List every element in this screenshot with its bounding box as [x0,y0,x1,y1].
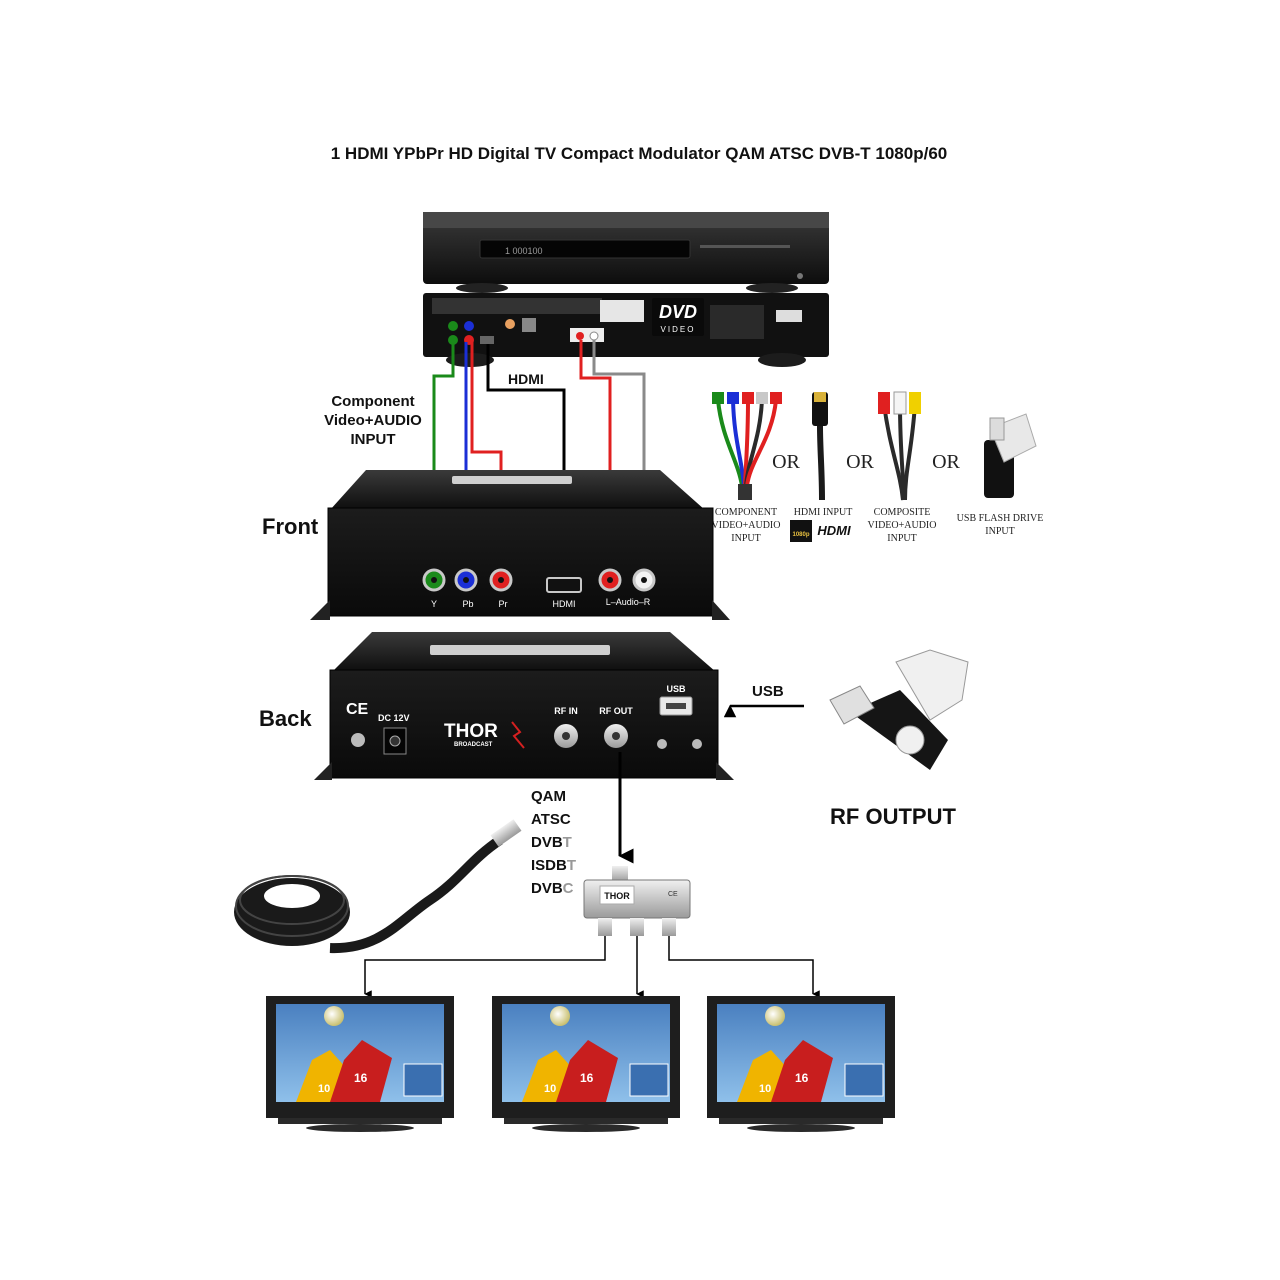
usb-flash-drive [829,649,969,770]
modulator-front [310,470,730,620]
component-label-line2: Video+AUDIO [324,412,422,429]
standard-dvbc: DVBC [531,880,574,897]
hdmi-1080p-badge: 1080p [792,532,809,538]
front-label: Front [262,514,319,539]
usb-option-caption-2: INPUT [985,526,1014,537]
front-port-hdmi-label: HDMI [553,599,576,609]
usb-option-caption-1: USB FLASH DRIVE [957,513,1044,524]
svg-text:QAM: QAM [531,788,566,805]
thor-brand-sub: BROADCAST [454,742,493,748]
dvd-logo: DVD [659,302,697,322]
cable-y-green [432,342,455,570]
front-port-y: Y [422,568,446,609]
hdmi-option-caption: HDMI INPUT [794,507,853,518]
front-port-pb-label: Pb [462,599,473,609]
input-option-component: COMPONENT VIDEO+AUDIO INPUT [712,392,782,544]
tv-3-jersey-left: 10 [759,1083,771,1095]
standard-isdbt: ISDBT [531,857,576,874]
or-label-1: OR [772,451,800,473]
splitter-output-lines [364,936,820,998]
tv-2-jersey-right: 16 [580,1071,594,1085]
composite-option-caption-3: INPUT [887,533,916,544]
input-option-composite: COMPOSITE VIDEO+AUDIO INPUT [868,391,937,544]
svg-text:DVBC: DVBC [531,880,574,897]
usb-arrow-label: USB [752,683,784,700]
tv-1-jersey-left: 10 [318,1083,330,1095]
front-port-pb: Pb [454,568,478,609]
rf-in-label: RF IN [554,706,578,716]
input-option-usb-flash: USB FLASH DRIVE INPUT [957,413,1044,537]
component-option-caption-1: COMPONENT [715,507,777,518]
front-port-hdmi: HDMI [546,577,582,609]
component-label-line1: Component [331,393,414,410]
dvd-player-front: 1 000100 [423,212,829,293]
component-option-caption-2: VIDEO+AUDIO [712,520,781,531]
splitter-ce: CE [668,891,678,898]
hdmi-logo: HDMI [817,523,851,538]
input-option-hdmi: HDMI INPUT 1080p HDMI [790,392,852,542]
back-label: Back [259,706,312,731]
thor-brand: THOR [444,721,498,742]
tv-3-jersey-right: 16 [795,1071,809,1085]
component-label-line3: INPUT [351,431,396,448]
dvd-player-rear: DVD VIDEO [423,293,829,367]
dvd-logo-video: VIDEO [661,325,696,334]
svg-text:ATSC: ATSC [531,811,571,828]
composite-option-caption-1: COMPOSITE [874,507,931,518]
tv-3: 10 16 [707,996,895,1132]
front-port-audio: L–Audio–R [598,568,656,607]
usb-port-label: USB [666,684,686,694]
dc-12v-label: DC 12V [378,713,410,723]
rf-out-label: RF OUT [599,706,633,716]
ce-mark: CE [346,701,369,718]
svg-text:ISDBT: ISDBT [531,857,576,874]
cable-audio-r-white [592,340,658,570]
svg-text:DVBT: DVBT [531,834,572,851]
standard-dvbt: DVBT [531,834,572,851]
dvd-display: 1 000100 [505,246,543,256]
rf-output-label: RF OUTPUT [830,804,956,829]
or-label-2: OR [846,451,874,473]
modulator-back: CE DC 12V THOR BROADCAST RF IN RF OUT US… [314,632,734,780]
splitter-brand: THOR [604,891,630,901]
standard-qam: QAM [531,788,566,805]
rf-splitter: THOR CE [583,866,691,936]
tv-1-jersey-right: 16 [354,1071,368,1085]
front-port-pr-label: Pr [499,599,508,609]
front-port-audio-label: L–Audio–R [606,597,651,607]
component-option-caption-3: INPUT [731,533,760,544]
hdmi-cable-label: HDMI [508,371,544,387]
front-port-pr: Pr [489,568,513,609]
tv-2-jersey-left: 10 [544,1083,556,1095]
front-port-y-label: Y [431,599,437,609]
coax-cable-coil [234,819,522,954]
tv-2: 10 16 [492,996,680,1132]
standard-atsc: ATSC [531,811,571,828]
diagram-title: 1 HDMI YPbPr HD Digital TV Compact Modul… [331,144,947,163]
tv-1: 10 16 [266,996,454,1132]
composite-option-caption-2: VIDEO+AUDIO [868,520,937,531]
or-label-3: OR [932,451,960,473]
